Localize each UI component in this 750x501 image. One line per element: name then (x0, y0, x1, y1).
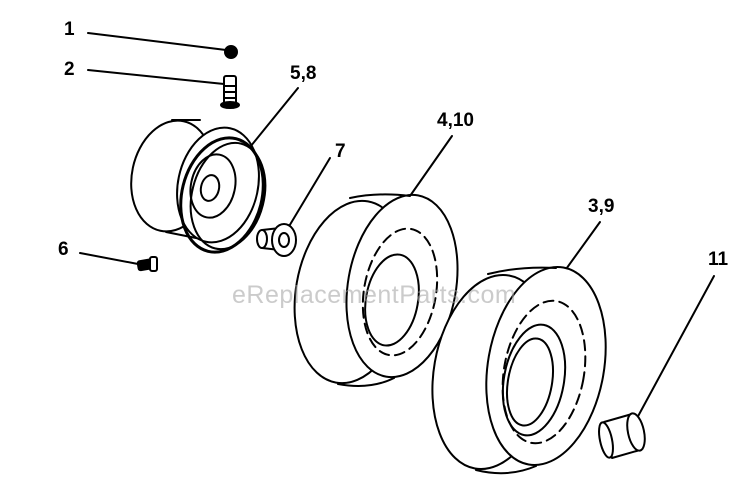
callout-2: 2 (64, 59, 75, 80)
leader-line-11 (635, 275, 715, 421)
leader-line-6 (79, 252, 139, 265)
leader-line-5-8 (245, 87, 299, 153)
callout-6: 6 (58, 239, 69, 260)
bushing-part (598, 412, 646, 459)
leader-line-4-10 (409, 135, 453, 197)
tire-front-part (293, 193, 459, 387)
watermark-text: eReplacementParts.com (232, 281, 517, 309)
callout-11: 11 (708, 249, 729, 270)
callout-4-10: 4,10 (437, 110, 474, 131)
bolt-part (136, 256, 158, 272)
callout-5-8: 5,8 (290, 63, 317, 84)
callout-3-9: 3,9 (588, 196, 615, 217)
callout-7: 7 (335, 141, 346, 162)
leader-line-7 (287, 157, 331, 229)
bearing-ring-part (179, 136, 267, 254)
valve-cap-part (224, 45, 238, 59)
valve-stem-part (220, 75, 240, 109)
leader-line-2 (87, 69, 225, 85)
tire-rear-part (431, 266, 607, 475)
spacer-sleeve-part (256, 223, 297, 257)
callout-1: 1 (64, 19, 75, 40)
leader-line-1 (87, 32, 227, 51)
